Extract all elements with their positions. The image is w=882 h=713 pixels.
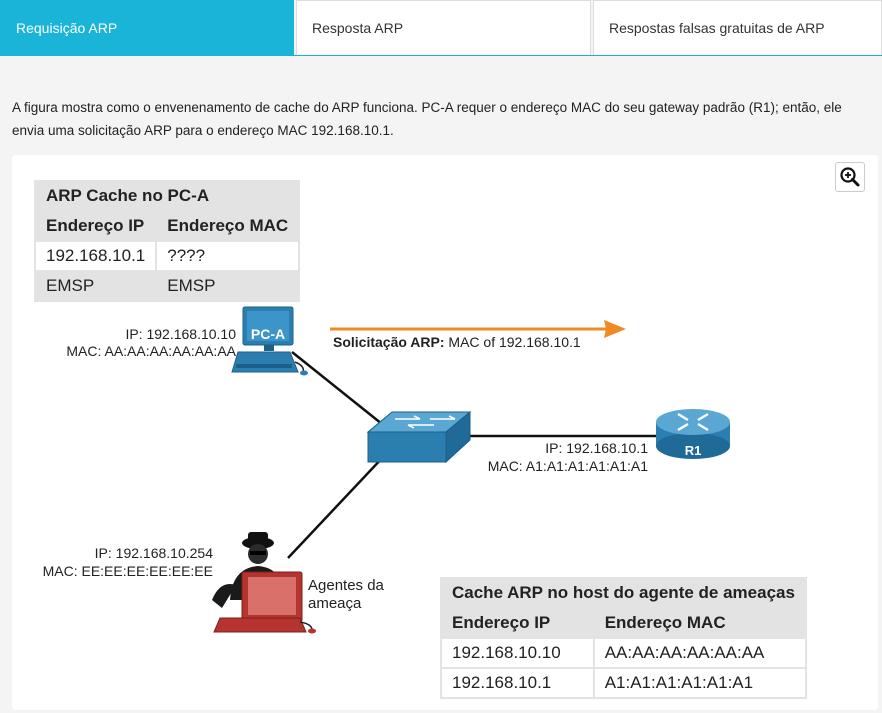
pca-cache-ip-cell: 192.168.10.1: [33, 240, 158, 272]
pca-name: PC-A: [250, 326, 286, 342]
router-icon[interactable]: R1: [656, 409, 730, 459]
arp-request-arrow: [330, 320, 626, 338]
pca-arp-cache-table: ARP Cache no PC-A Endereço IP Endereço M…: [33, 180, 301, 302]
r1-name: R1: [685, 443, 702, 458]
attacker-mac: MAC: EE:EE:EE:EE:EE:EE: [42, 563, 213, 579]
attacker-cache-mac-cell: A1:A1:A1:A1:A1:A1: [592, 667, 807, 699]
link-pca-switch: [291, 351, 393, 433]
zoom-button[interactable]: [835, 162, 865, 192]
pca-cache-mac-cell: ????: [155, 240, 301, 272]
tab-bar: Requisição ARP Resposta ARP Respostas fa…: [0, 0, 882, 56]
tab-gratuitous-arp[interactable]: Respostas falsas gratuitas de ARP: [593, 0, 882, 55]
pca-cache-col-mac: Endereço MAC: [155, 210, 301, 242]
switch-icon[interactable]: [366, 410, 472, 464]
arp-request-text: MAC of 192.168.10.1: [444, 334, 581, 350]
attacker-label-line2: ameaça: [308, 595, 362, 612]
threat-actor-icon[interactable]: [212, 532, 316, 634]
pca-cache-col-ip: Endereço IP: [33, 210, 158, 242]
pca-cache-title: ARP Cache no PC-A: [33, 180, 301, 212]
tab-arp-reply[interactable]: Resposta ARP: [296, 0, 591, 55]
attacker-ip: IP: 192.168.10.254: [94, 545, 213, 561]
arp-request-bold: Solicitação ARP:: [333, 334, 445, 350]
attacker-cache-col-mac: Endereço MAC: [592, 607, 807, 639]
arp-request-label: Solicitação ARP: MAC of 192.168.10.1: [333, 334, 581, 351]
zoom-in-icon: [840, 167, 860, 187]
pca-ip: IP: 192.168.10.10: [125, 326, 236, 342]
pca-cache-ip-cell: EMSP: [33, 270, 158, 302]
attacker-cache-col-ip: Endereço IP: [440, 607, 595, 639]
attacker-cache-ip-cell: 192.168.10.10: [440, 637, 595, 669]
r1-ip: IP: 192.168.10.1: [545, 440, 648, 456]
pca-mac: MAC: AA:AA:AA:AA:AA:AA: [66, 343, 236, 359]
pca-cache-mac-cell: EMSP: [155, 270, 301, 302]
attacker-label-line1: Agentes da: [308, 577, 384, 594]
pc-icon[interactable]: [231, 306, 308, 376]
r1-mac: MAC: A1:A1:A1:A1:A1:A1: [487, 458, 648, 474]
tab-arp-request[interactable]: Requisição ARP: [0, 0, 294, 55]
attacker-cache-title: Cache ARP no host do agente de ameaças: [440, 577, 807, 609]
attacker-arp-cache-table: Cache ARP no host do agente de ameaças E…: [440, 577, 807, 699]
link-switch-attacker: [287, 454, 386, 559]
description-text: A figura mostra como o envenenamento de …: [12, 100, 842, 138]
attacker-cache-ip-cell: 192.168.10.1: [440, 667, 595, 699]
attacker-cache-mac-cell: AA:AA:AA:AA:AA:AA: [592, 637, 807, 669]
